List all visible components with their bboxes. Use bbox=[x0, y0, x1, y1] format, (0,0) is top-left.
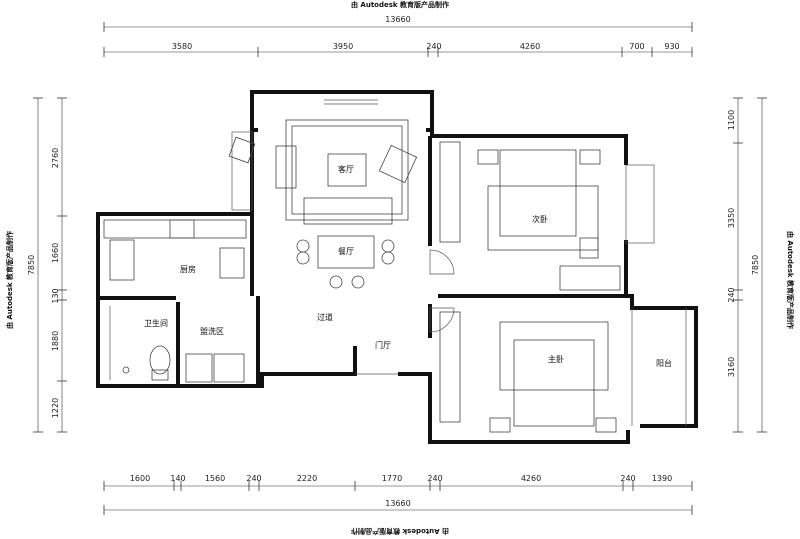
laundry-fixtures bbox=[185, 353, 245, 383]
right-dimension-chain: 1100 3350 240 3160 7850 bbox=[727, 97, 767, 433]
bottom-dim-3: 1560 bbox=[205, 474, 225, 483]
room-label-dining: 餐厅 bbox=[338, 247, 354, 256]
top-dim-4: 4260 bbox=[520, 42, 540, 51]
bottom-dim-2: 140 bbox=[170, 474, 185, 483]
bottom-dimension-chain: 1600 140 1560 240 2220 1770 240 4260 240… bbox=[103, 474, 693, 515]
top-dimension-chain: 13660 3580 3950 240 4260 700 930 bbox=[103, 15, 693, 57]
bottom-dim-8: 4260 bbox=[521, 474, 541, 483]
dining-furniture bbox=[296, 235, 395, 289]
right-dim-3: 240 bbox=[727, 287, 736, 302]
window-details bbox=[231, 99, 687, 426]
top-dim-6: 930 bbox=[664, 42, 679, 51]
top-dim-3: 240 bbox=[426, 42, 441, 51]
top-total-dim: 13660 bbox=[385, 15, 410, 24]
room-label-living: 客厅 bbox=[338, 164, 354, 174]
room-label-second-bedroom: 次卧 bbox=[532, 214, 548, 224]
room-label-bathroom: 卫生间 bbox=[144, 318, 168, 328]
right-total-dim: 7850 bbox=[751, 255, 760, 275]
bottom-dim-6: 1770 bbox=[382, 474, 402, 483]
room-label-corridor: 过道 bbox=[317, 312, 333, 322]
door-swings bbox=[355, 249, 455, 375]
bottom-dim-9: 240 bbox=[620, 474, 635, 483]
left-dim-3: 130 bbox=[51, 288, 60, 303]
kitchen-furniture bbox=[103, 219, 247, 281]
living-room-furniture bbox=[228, 119, 418, 225]
room-label-kitchen: 厨房 bbox=[180, 264, 196, 274]
right-dim-4: 3160 bbox=[727, 357, 736, 377]
left-dim-4: 1880 bbox=[51, 331, 60, 351]
right-dim-1: 1100 bbox=[727, 110, 736, 130]
bottom-dim-1: 1600 bbox=[130, 474, 150, 483]
left-dim-5: 1220 bbox=[51, 398, 60, 418]
right-dim-2: 3350 bbox=[727, 208, 736, 228]
room-label-master-bedroom: 主卧 bbox=[548, 354, 564, 364]
left-dimension-chain: 7850 2760 1660 130 1880 1220 bbox=[27, 97, 67, 433]
top-dim-5: 700 bbox=[629, 42, 644, 51]
left-dim-2: 1660 bbox=[51, 243, 60, 263]
bathroom-fixtures bbox=[109, 306, 171, 381]
top-dim-1: 3580 bbox=[172, 42, 192, 51]
watermark-bottom: 由 Autodesk 教育版产品制作 bbox=[351, 527, 449, 536]
bottom-dim-10: 1390 bbox=[652, 474, 672, 483]
left-total-dim: 7850 bbox=[27, 255, 36, 275]
watermark-left: 由 Autodesk 教育版产品制作 bbox=[5, 231, 14, 329]
room-label-foyer: 门厅 bbox=[375, 340, 391, 350]
master-bedroom-furniture bbox=[439, 311, 617, 433]
bottom-dim-4: 240 bbox=[246, 474, 261, 483]
bottom-total-dim: 13660 bbox=[385, 499, 410, 508]
bottom-dim-7: 240 bbox=[427, 474, 442, 483]
watermark-top: 由 Autodesk 教育版产品制作 bbox=[351, 0, 449, 9]
top-dim-2: 3950 bbox=[333, 42, 353, 51]
watermark-right: 由 Autodesk 教育版产品制作 bbox=[786, 231, 795, 329]
second-bedroom-furniture bbox=[439, 141, 621, 291]
room-label-balcony: 阳台 bbox=[656, 358, 672, 368]
left-dim-1: 2760 bbox=[51, 148, 60, 168]
room-label-laundry: 盥洗区 bbox=[200, 326, 224, 336]
bottom-dim-5: 2220 bbox=[297, 474, 317, 483]
